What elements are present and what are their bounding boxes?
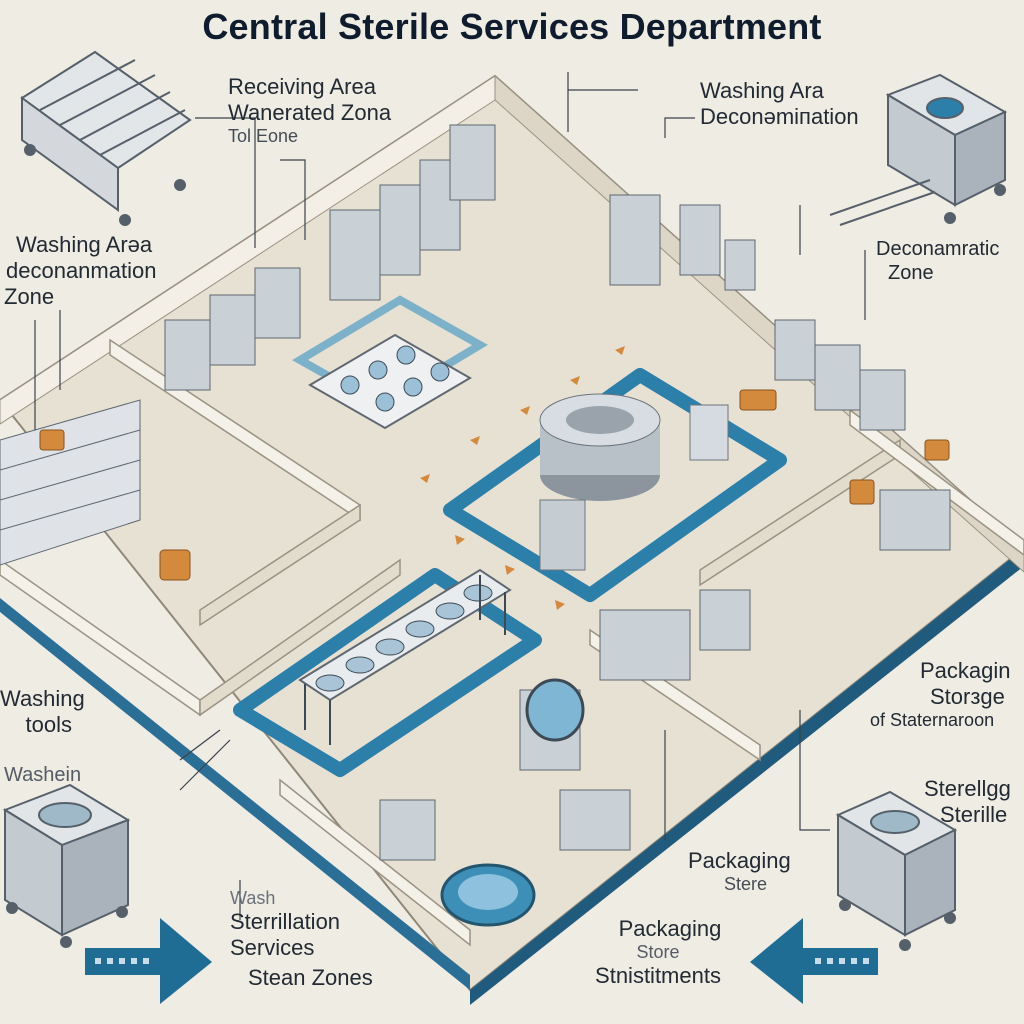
- instrument-shelving: [0, 399, 141, 566]
- floor-edge-right: [470, 548, 1024, 1005]
- washer-porthole: [525, 678, 585, 742]
- label-washer-small: Washein: [4, 764, 82, 786]
- upper-work-table: [308, 333, 472, 430]
- sterile-storage-cart-icon: [835, 790, 958, 951]
- label-sterile: Sterellgg Sterille: [924, 776, 1011, 827]
- entry-arrow-icon: [85, 918, 212, 1004]
- page-title: Central Sterile Services Department: [202, 6, 822, 47]
- round-sterilizer-bottom: [440, 863, 536, 927]
- label-packaging-store-bottom: Packaging Store Stnistitments: [595, 916, 722, 989]
- label-packaging-storage: Packagin Storзge of Staternaroon: [870, 658, 1011, 730]
- workflow-arrows: [420, 346, 625, 645]
- basin-table: [298, 568, 512, 745]
- label-washing-tools: Washing tools: [0, 686, 85, 737]
- label-washing-area-top: Washing Ara Deconәmiпation: [700, 78, 859, 129]
- label-leader-lines: [34, 72, 866, 920]
- packaging-room-equipment: [379, 489, 951, 861]
- label-decontamination-zone: Deconamratic Zone: [876, 238, 1000, 284]
- washer-cabinets-right: [609, 194, 906, 431]
- washer-cabinets-left: [164, 124, 496, 391]
- label-packaging-middle: Packaging Stere: [688, 848, 791, 894]
- wire-cart-icon: [20, 50, 192, 226]
- washer-cart-icon: [2, 783, 131, 948]
- storage-tubs: [39, 389, 950, 581]
- central-sterilizer: [539, 393, 729, 571]
- lower-workflow-loop: [233, 568, 542, 777]
- label-washing-area-left: Washing Arəa deconanmation Zone: [4, 232, 157, 309]
- steam-sterilizer-unit-icon: [829, 73, 1008, 226]
- label-receiving-area: Receiving Area Wanerated Zona Tol Eone: [228, 74, 392, 146]
- floor-edge-left: [0, 598, 470, 990]
- exit-arrow-icon: [750, 918, 878, 1004]
- label-sterilization-services: Wash Sterrillation Services Stean Zones: [230, 888, 373, 991]
